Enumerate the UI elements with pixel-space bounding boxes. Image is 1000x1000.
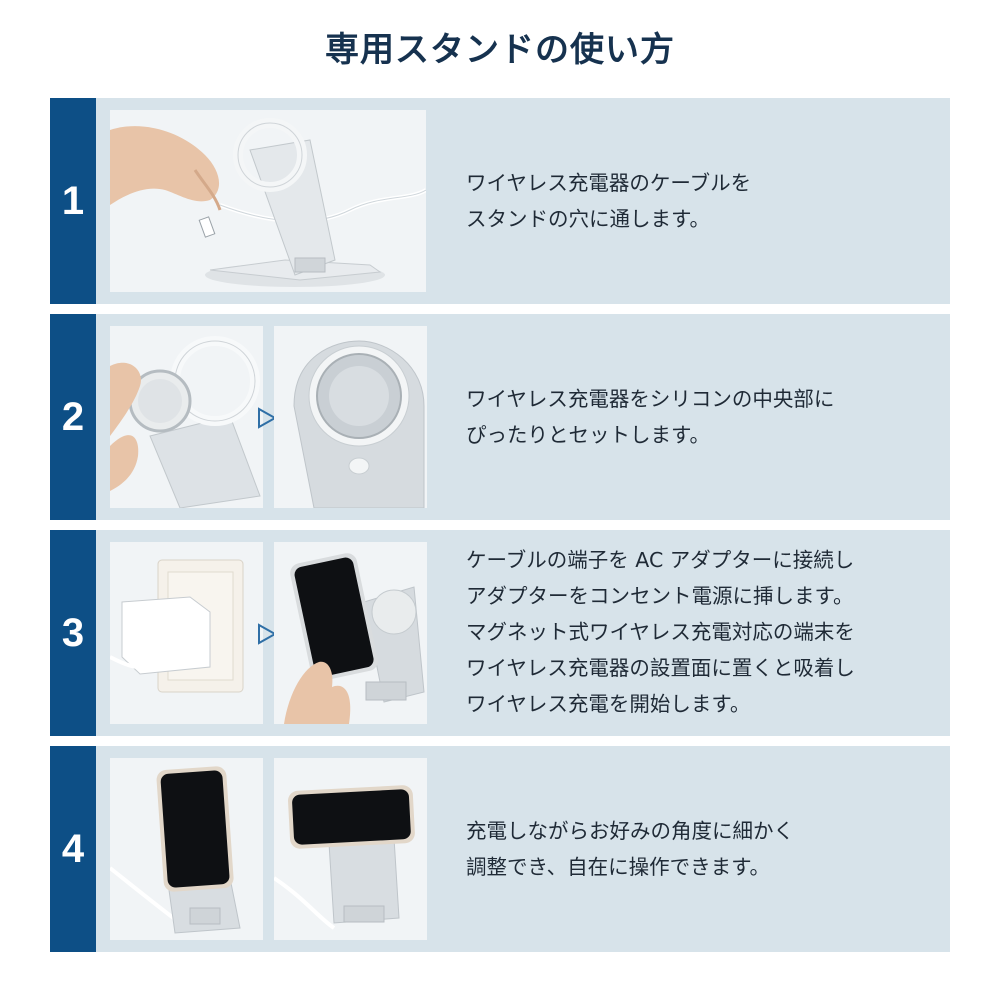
next-arrow-icon bbox=[256, 406, 278, 430]
step-3-photo-a bbox=[110, 542, 263, 724]
next-arrow-icon bbox=[256, 622, 278, 646]
text-line: ぴったりとセットします。 bbox=[466, 423, 710, 447]
phone-attach-illustration bbox=[274, 542, 427, 724]
text-line: スタンドの穴に通します。 bbox=[466, 207, 710, 231]
adapter-outlet-illustration bbox=[110, 542, 263, 724]
text-line: ワイヤレス充電器の設置面に置くと吸着し bbox=[466, 656, 855, 680]
step-4-text: 充電しながらお好みの角度に細かく 調整でき、自在に操作できます。 bbox=[466, 813, 936, 885]
step-4-photo-a bbox=[110, 758, 263, 940]
step-number: 4 bbox=[50, 746, 96, 952]
text-line: 充電しながらお好みの角度に細かく bbox=[466, 819, 794, 843]
step-number: 3 bbox=[50, 530, 96, 736]
step-1-photo bbox=[110, 110, 426, 292]
stand-cable-illustration bbox=[110, 110, 426, 292]
step-2-text: ワイヤレス充電器をシリコンの中央部に ぴったりとセットします。 bbox=[466, 381, 936, 453]
text-line: ケーブルの端子を AC アダプターに接続し bbox=[466, 548, 855, 572]
step-3: 3 ケーブルの端子を AC アダプターに接続し アダプターをコンセント電源に挿し… bbox=[50, 530, 950, 736]
step-4-photo-b bbox=[274, 758, 427, 940]
text-line: ワイヤレス充電器のケーブルを bbox=[466, 171, 752, 195]
charger-set-illustration bbox=[274, 326, 427, 508]
step-1: 1 ワイヤレス充電器のケーブルを スタンドの穴に通します。 bbox=[50, 98, 950, 304]
text-line: マグネット式ワイヤレス充電対応の端末を bbox=[466, 620, 855, 644]
step-3-text: ケーブルの端子を AC アダプターに接続し アダプターをコンセント電源に挿します… bbox=[466, 542, 936, 722]
page-title: 専用スタンドの使い方 bbox=[325, 30, 675, 70]
step-2: 2 ワイヤレス充電器をシリコンの中央部に ぴったりとセットします。 bbox=[50, 314, 950, 520]
step-3-photo-b bbox=[274, 542, 427, 724]
step-2-photo-b bbox=[274, 326, 427, 508]
step-number: 2 bbox=[50, 314, 96, 520]
text-line: ワイヤレス充電器をシリコンの中央部に bbox=[466, 387, 835, 411]
text-line: ワイヤレス充電を開始します。 bbox=[466, 692, 751, 716]
step-4: 4 充電しながらお好みの角度に細かく 調整でき、自在に操作できます。 bbox=[50, 746, 950, 952]
text-line: 調整でき、自在に操作できます。 bbox=[466, 855, 771, 879]
text-line: アダプターをコンセント電源に挿します。 bbox=[466, 584, 854, 608]
step-1-text: ワイヤレス充電器のケーブルを スタンドの穴に通します。 bbox=[466, 165, 936, 237]
step-number: 1 bbox=[50, 98, 96, 304]
step-2-photo-a bbox=[110, 326, 263, 508]
charger-insert-illustration bbox=[110, 326, 263, 508]
phone-portrait-illustration bbox=[110, 758, 263, 940]
phone-landscape-illustration bbox=[274, 758, 427, 940]
